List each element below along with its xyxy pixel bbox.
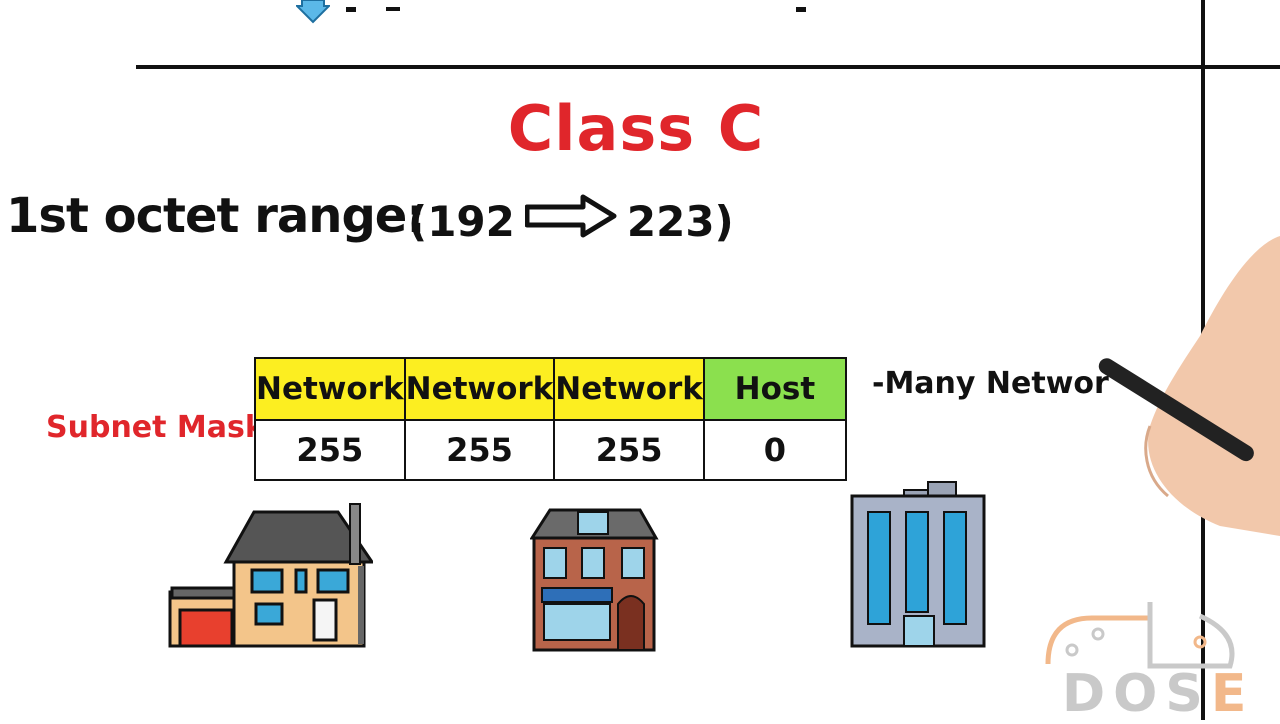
table-row: Network Network Network Host [254, 357, 847, 421]
table-row: 255 255 255 0 [254, 419, 847, 481]
brick-building-icon [529, 504, 660, 658]
dose-logo-icon [1040, 594, 1245, 678]
logo-text-accent: E [1210, 664, 1255, 724]
hand-with-pen-icon [1080, 236, 1280, 580]
right-arrow-icon [524, 194, 617, 248]
octet-range-end: 223) [626, 196, 734, 246]
cropped-text-remnant [346, 0, 826, 19]
many-networks-note: -Many Networ [872, 366, 1109, 401]
header-cell-network-1: Network [254, 357, 406, 421]
subnet-mask-label: Subnet Mask [46, 410, 265, 445]
header-cell-network-2: Network [403, 357, 556, 421]
value-cell-4: 0 [702, 419, 847, 481]
octet-range-value: (192 223) [408, 194, 734, 248]
value-cell-1: 255 [254, 419, 406, 481]
subnet-mask-table: Network Network Network Host 255 255 255… [254, 357, 847, 481]
page-title: Class C [507, 92, 765, 165]
office-building-icon [848, 480, 993, 654]
header-cell-host: Host [702, 357, 847, 421]
value-cell-2: 255 [403, 419, 556, 481]
logo-text-main: DOS [1062, 664, 1211, 724]
down-arrow-icon [294, 0, 332, 28]
small-house-icon [168, 496, 375, 655]
value-cell-3: 255 [553, 419, 705, 481]
header-cell-network-3: Network [553, 357, 705, 421]
octet-range-label: 1st octet range: [6, 188, 426, 244]
dose-logo-text: DOSE [1062, 664, 1254, 724]
octet-range-start: (192 [408, 196, 515, 246]
horizontal-divider [136, 65, 1280, 69]
